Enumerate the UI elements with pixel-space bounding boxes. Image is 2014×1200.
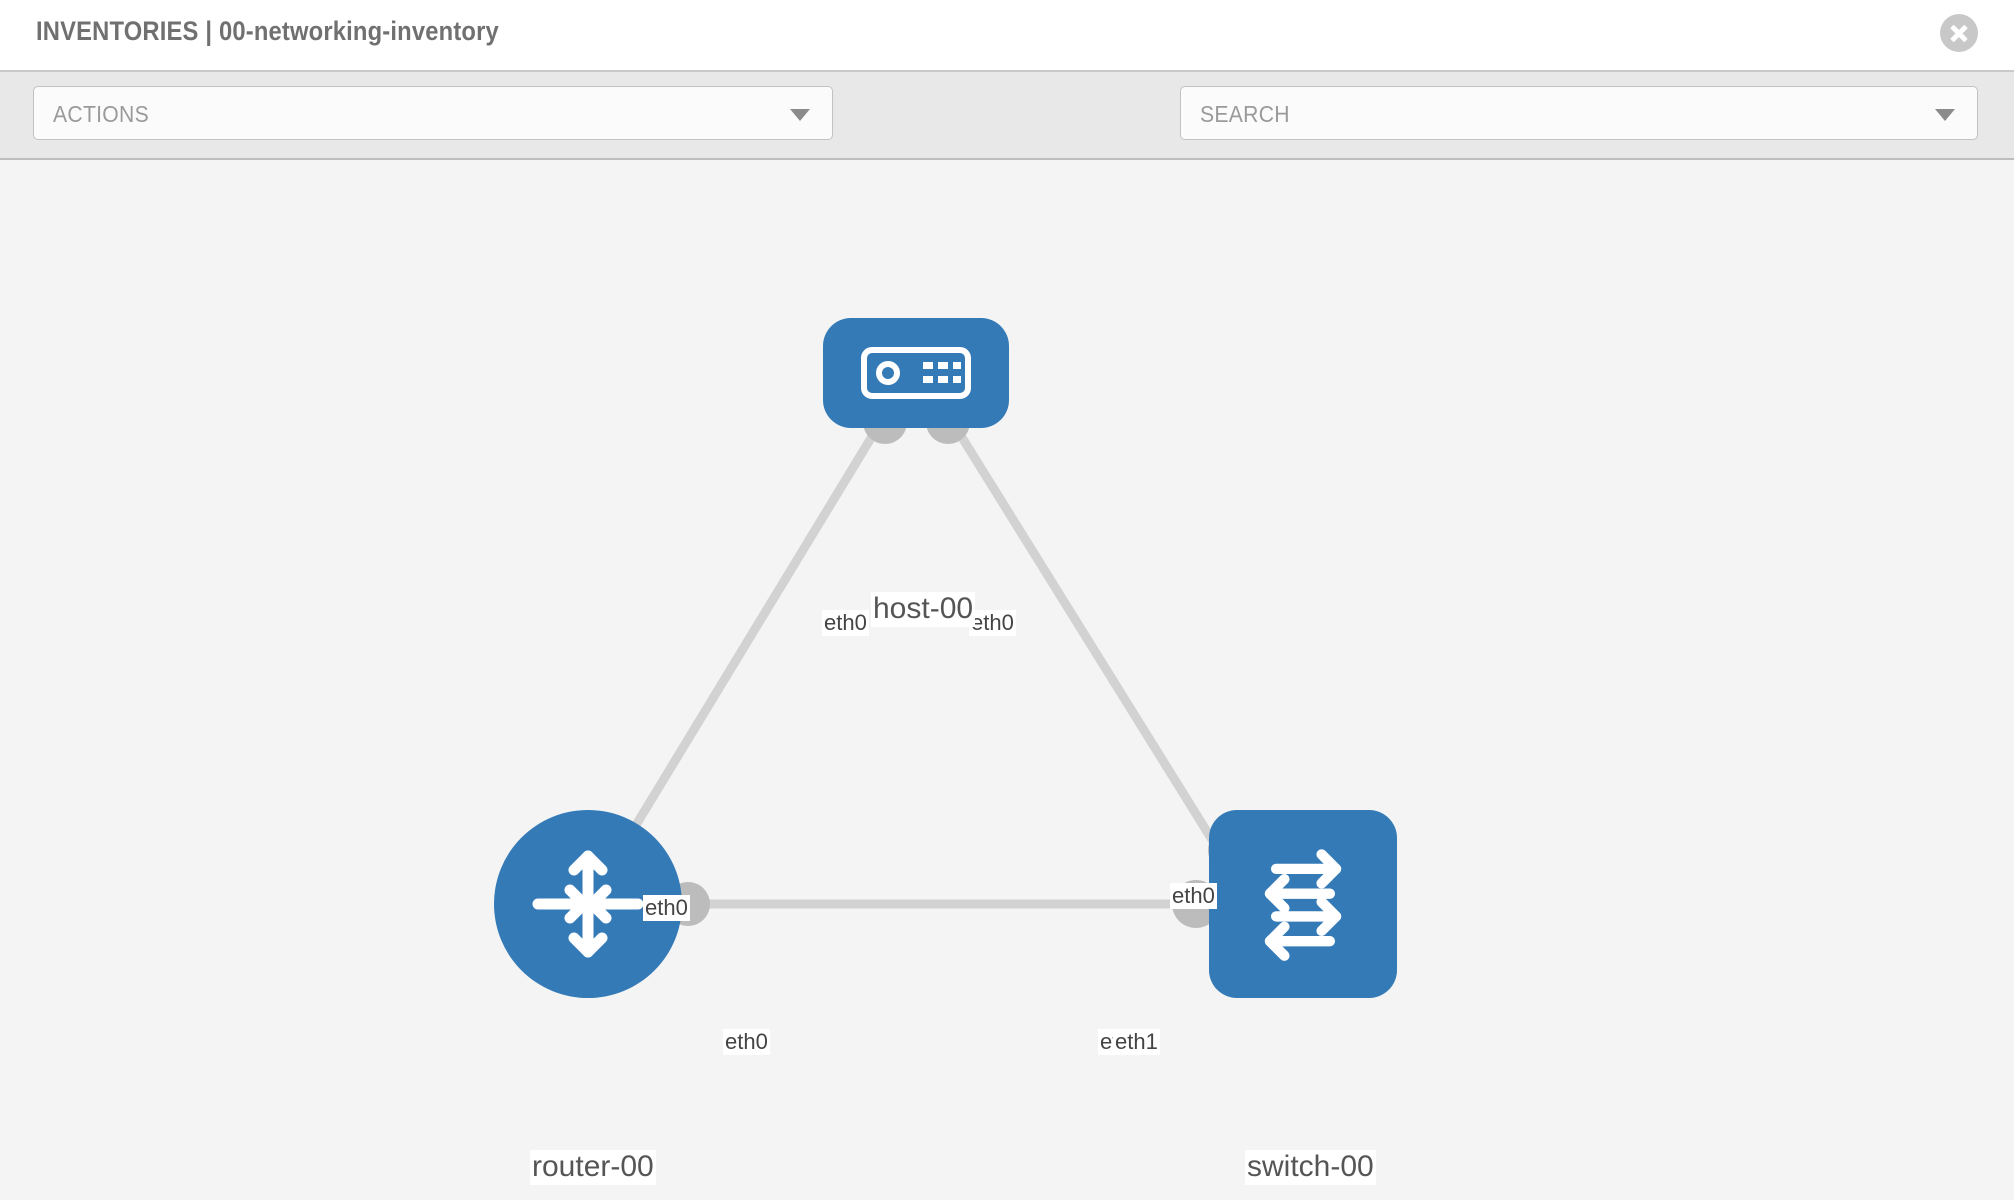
topology-canvas[interactable]: host-00 router-00 switch-00 eth0 eth0 et… bbox=[0, 160, 2014, 1200]
link-host-switch bbox=[944, 412, 1256, 907]
link-host-router bbox=[584, 412, 889, 907]
topology-links-layer bbox=[584, 400, 1256, 928]
node-label-router-00: router-00 bbox=[530, 1150, 656, 1185]
interface-label-host-left: eth0 bbox=[822, 610, 869, 637]
page-header: INVENTORIES | 00-networking-inventory bbox=[0, 0, 2014, 70]
node-label-host-00: host-00 bbox=[871, 592, 976, 627]
interface-label-switch-up: eth0 bbox=[1170, 883, 1217, 910]
search-input-placeholder: SEARCH bbox=[1200, 101, 1290, 127]
switch-arrows-icon bbox=[1264, 849, 1342, 961]
node-label-switch-00: switch-00 bbox=[1245, 1150, 1376, 1185]
topology-node-host-00[interactable] bbox=[823, 318, 1009, 428]
interface-label-router-up: eth0 bbox=[643, 895, 690, 922]
page-title: INVENTORIES | 00-networking-inventory bbox=[36, 16, 499, 46]
toolbar: ACTIONS SEARCH bbox=[0, 70, 2014, 201]
interface-label-host-right: eth0 bbox=[969, 610, 1016, 637]
router-arrows-icon bbox=[532, 850, 644, 958]
topology-node-switch-00[interactable] bbox=[1209, 810, 1397, 998]
chevron-down-icon bbox=[790, 109, 810, 121]
actions-dropdown[interactable]: ACTIONS bbox=[33, 86, 833, 140]
search-input[interactable]: SEARCH bbox=[1180, 86, 1978, 140]
interface-label-switch-left-eth1: eth1 bbox=[1113, 1029, 1160, 1056]
topology-node-router-00[interactable] bbox=[494, 810, 682, 998]
close-icon[interactable] bbox=[1940, 14, 1978, 52]
interface-label-router-right: eth0 bbox=[723, 1029, 770, 1056]
actions-dropdown-label: ACTIONS bbox=[53, 101, 149, 127]
chevron-down-icon[interactable] bbox=[1935, 109, 1955, 121]
server-device-icon bbox=[861, 347, 971, 399]
